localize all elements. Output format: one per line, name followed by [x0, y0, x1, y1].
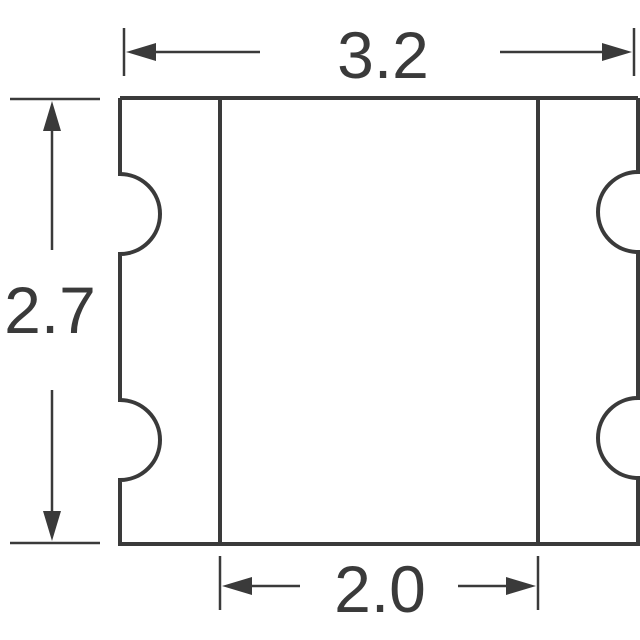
left-arrow-bottom	[43, 511, 61, 541]
bottom-arrow-right	[506, 577, 536, 595]
left-height-dimension: 2.7	[4, 97, 100, 545]
total-height-label: 2.7	[4, 273, 96, 347]
bottom-width-dimension: 2.0	[218, 552, 540, 626]
inner-width-label: 2.0	[334, 552, 426, 626]
top-arrow-right	[602, 43, 632, 61]
left-arrow-top	[43, 101, 61, 131]
bottom-arrow-left	[222, 577, 252, 595]
package-outline	[118, 96, 640, 546]
top-arrow-left	[126, 43, 156, 61]
top-width-dimension: 3.2	[122, 18, 636, 92]
total-width-label: 3.2	[337, 18, 429, 92]
